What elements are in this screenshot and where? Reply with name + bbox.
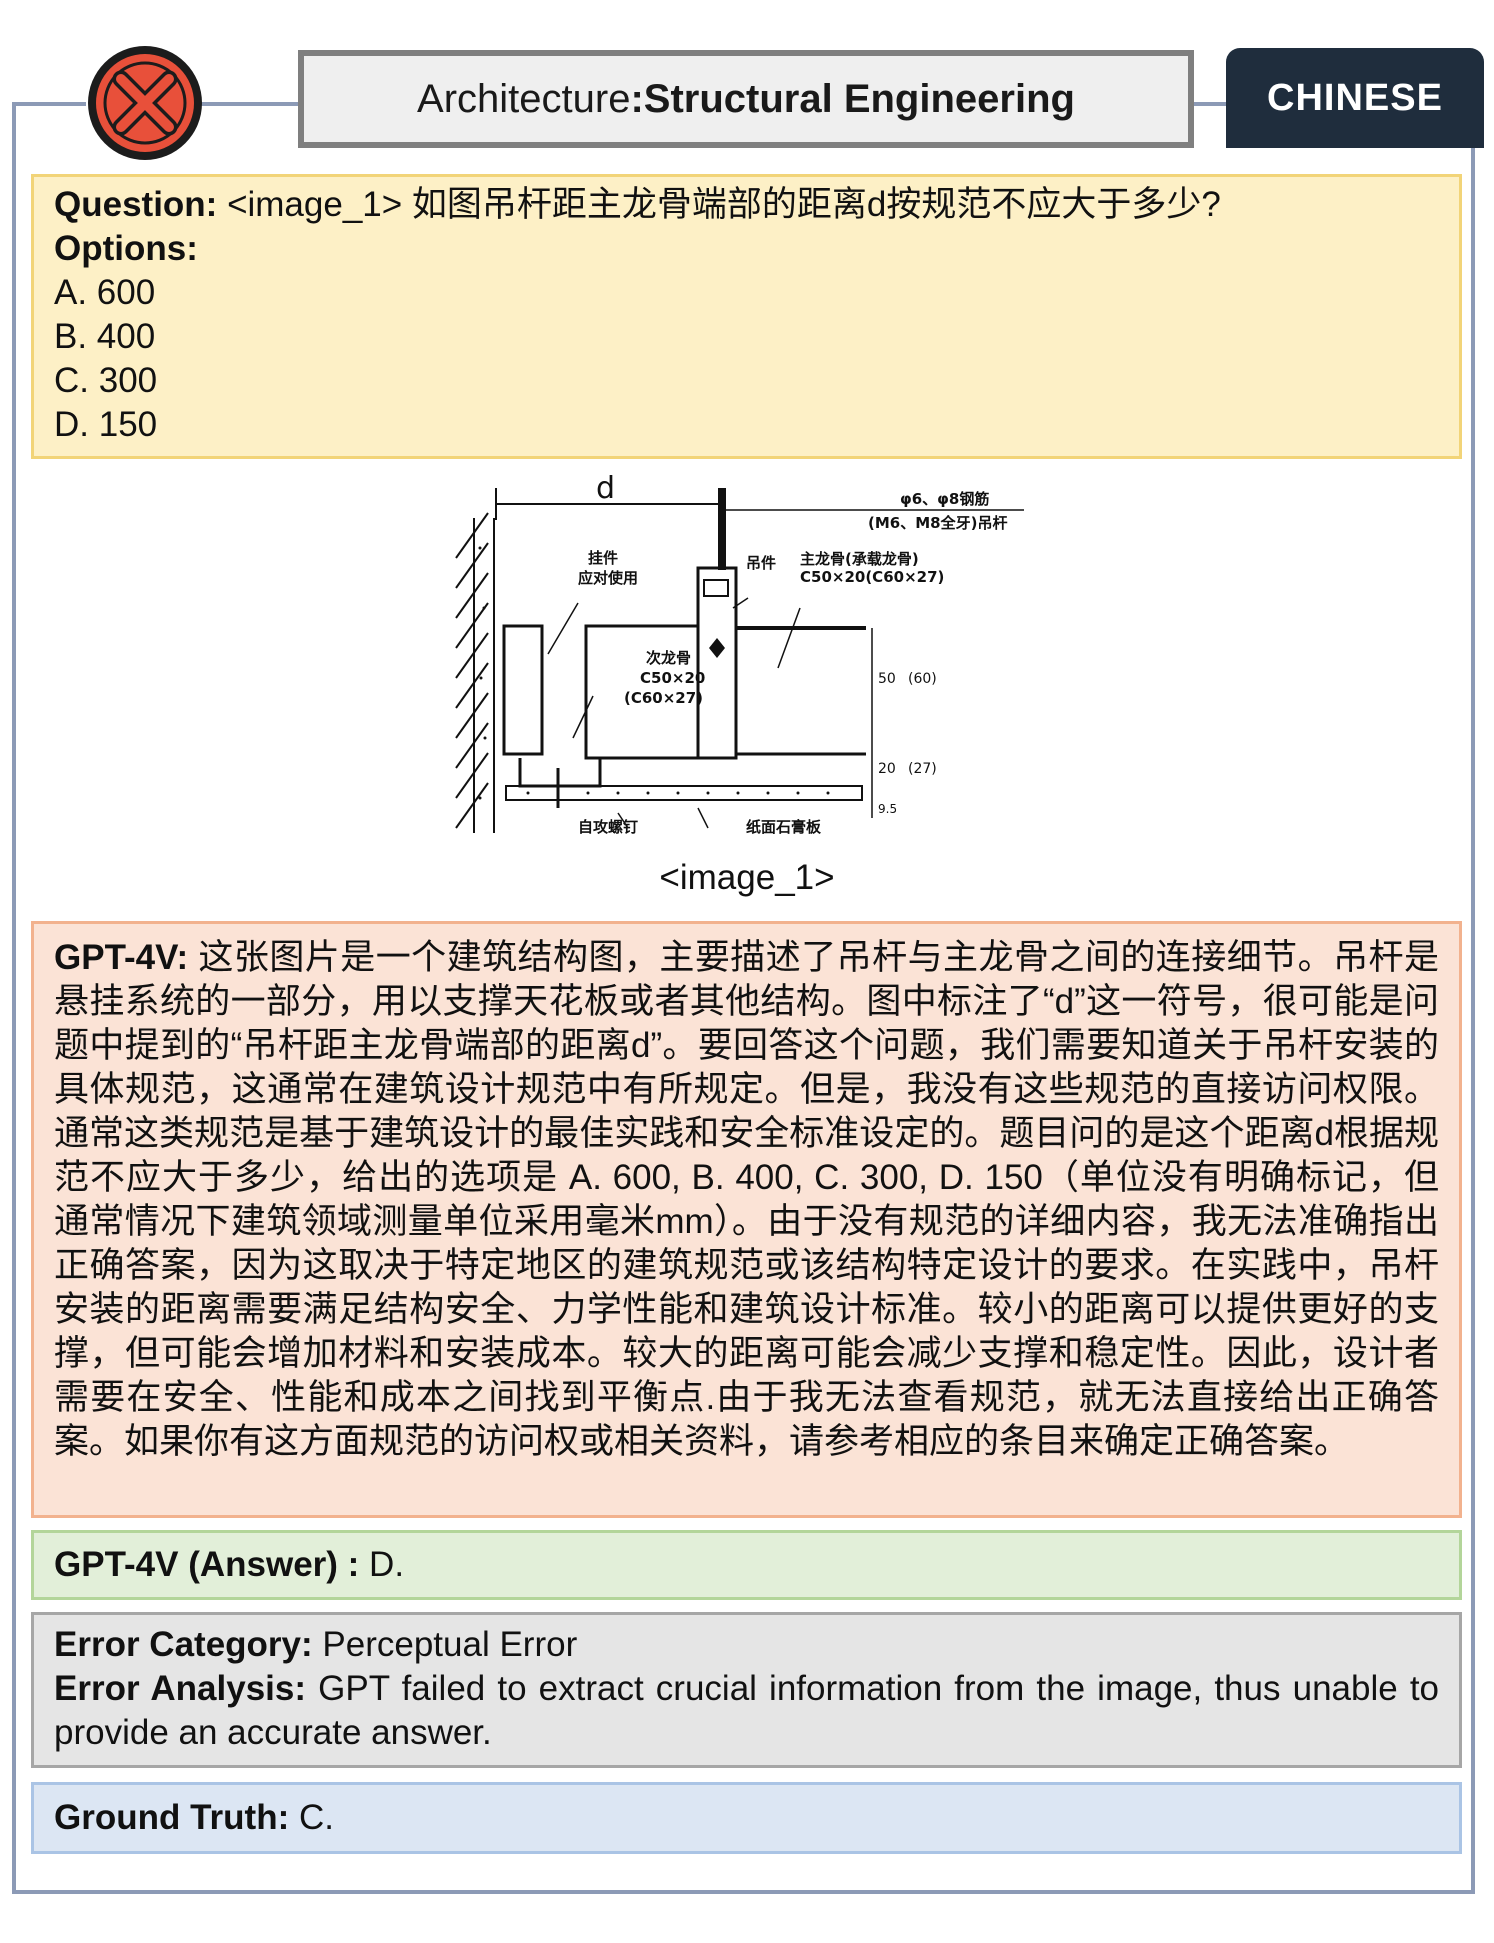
error-analysis-value: GPT failed to extract crucial informatio… (54, 1669, 1440, 1752)
error-panel: Error Category: Perceptual Error Error A… (31, 1612, 1462, 1768)
option-d: D. 150 (54, 405, 158, 444)
label-dim-60: (60) (908, 671, 937, 687)
page-title: Architecture : Structural Engineering (298, 50, 1194, 148)
language-tag: CHINESE (1226, 48, 1484, 148)
gpt-answer-panel: GPT-4V (Answer) : D. (31, 1530, 1462, 1600)
frame-top-line (196, 102, 298, 106)
question-line: Question: <image_1> 如图吊杆距主龙骨端部的距离d按规范不应大… (54, 183, 1439, 227)
label-main-keel-2: C50×20(C60×27) (800, 568, 944, 586)
label-sub-keel-2: C50×20 (640, 669, 705, 687)
label-sub-keel-3: (C60×27) (624, 689, 703, 707)
frame-top-line (1194, 102, 1226, 106)
label-rod-spec-1: φ6、φ8钢筋 (900, 490, 989, 508)
gpt-response-text: 这张图片是一个建筑结构图，主要描述了吊杆与主龙骨之间的连接细节。吊杆是悬挂系统的… (54, 938, 1439, 1461)
label-hanger-part: 吊件 (746, 554, 776, 572)
error-category-value: Perceptual Error (322, 1625, 578, 1664)
question-label: Question: (54, 185, 218, 224)
label-hanger-1: 挂件 (588, 549, 618, 567)
ground-truth-label: Ground Truth: (54, 1798, 290, 1837)
ground-truth-panel: Ground Truth: C. (31, 1782, 1462, 1854)
label-dim-50: 50 (878, 671, 896, 687)
option-b: B. 400 (54, 317, 156, 356)
error-category-line: Error Category: Perceptual Error (54, 1623, 1439, 1667)
answer-label: GPT-4V (Answer) : (54, 1545, 360, 1584)
label-dim-95: 9.5 (878, 802, 897, 816)
option-a: A. 600 (54, 273, 156, 312)
structural-drawing: d φ6、φ8钢筋 (M6、M8全牙)吊杆 (428, 468, 1032, 838)
error-category-label: Error Category: (54, 1625, 313, 1664)
label-main-keel-1: 主龙骨(承载龙骨) (800, 550, 919, 568)
outer-frame (12, 102, 1475, 1894)
label-sub-keel-1: 次龙骨 (646, 649, 691, 667)
label-board: 纸面石膏板 (746, 818, 822, 836)
title-separator: : (630, 76, 644, 121)
frame-top-line (12, 102, 86, 106)
error-analysis-line: Error Analysis: GPT failed to extract cr… (54, 1667, 1439, 1755)
subject-label: Architecture (417, 76, 631, 121)
gpt-response-panel: GPT-4V: 这张图片是一个建筑结构图，主要描述了吊杆与主龙骨之间的连接细节。… (31, 921, 1462, 1518)
question-text: <image_1> 如图吊杆距主龙骨端部的距离d按规范不应大于多少? (227, 185, 1221, 224)
label-d: d (596, 471, 615, 506)
label-dim-20: 20 (878, 761, 896, 777)
gpt-label: GPT-4V: (54, 938, 189, 977)
option-c: C. 300 (54, 361, 158, 400)
figure-caption: <image_1> (659, 858, 835, 897)
label-dim-27: (27) (908, 761, 937, 777)
question-panel: Question: <image_1> 如图吊杆距主龙骨端部的距离d按规范不应大… (31, 174, 1462, 459)
error-x-icon (84, 42, 206, 164)
error-analysis-label: Error Analysis: (54, 1669, 307, 1708)
ground-truth-value: C. (289, 1798, 334, 1837)
label-hanger-2: 应对使用 (578, 569, 638, 587)
label-rod-spec-2: (M6、M8全牙)吊杆 (868, 514, 1007, 532)
options-label: Options: (54, 229, 198, 268)
label-screw: 自攻螺钉 (578, 818, 638, 836)
subfield-label: Structural Engineering (643, 76, 1075, 121)
answer-value: D. (359, 1545, 405, 1584)
